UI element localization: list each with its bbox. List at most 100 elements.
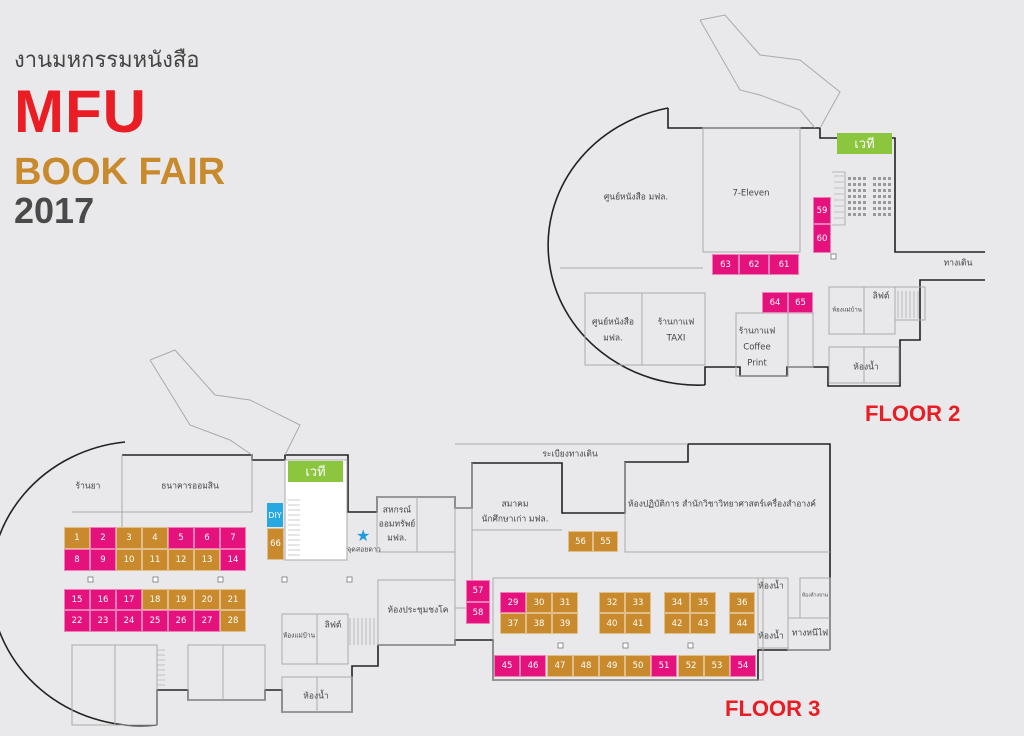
- booth-27[interactable]: 27: [194, 610, 220, 632]
- booth-23[interactable]: 23: [90, 610, 116, 632]
- seat: [878, 195, 881, 198]
- booth-47[interactable]: 47: [547, 655, 573, 677]
- seat: [878, 183, 881, 186]
- booth-24[interactable]: 24: [116, 610, 142, 632]
- booth-56[interactable]: 56: [568, 531, 593, 552]
- booth-65[interactable]: 65: [788, 292, 813, 313]
- booth-41[interactable]: 41: [625, 613, 651, 634]
- booth-66[interactable]: 66: [267, 528, 284, 560]
- booth-38[interactable]: 38: [526, 613, 552, 634]
- booth-50[interactable]: 50: [625, 655, 651, 677]
- room-lab: ห้องปฏิบัติการ สำนักวิชาวิทยาศาสตร์เครื่…: [628, 499, 816, 510]
- booth-57[interactable]: 57: [466, 580, 490, 602]
- seat: [863, 177, 866, 180]
- booth-31[interactable]: 31: [552, 592, 578, 613]
- booth-11[interactable]: 11: [142, 549, 168, 571]
- seat: [853, 183, 856, 186]
- booth-35[interactable]: 35: [690, 592, 716, 613]
- booth-61[interactable]: 61: [769, 254, 799, 275]
- seat: [853, 189, 856, 192]
- booth-37[interactable]: 37: [500, 613, 526, 634]
- booth-51[interactable]: 51: [651, 655, 677, 677]
- booth-8[interactable]: 8: [64, 549, 90, 571]
- booth-60[interactable]: 60: [813, 224, 831, 253]
- booth-9[interactable]: 9: [90, 549, 116, 571]
- booth-13[interactable]: 13: [194, 549, 220, 571]
- room-housekeeping-f2: ห้องแม่บ้าน: [832, 306, 862, 314]
- booth-59[interactable]: 59: [813, 197, 831, 224]
- room-coffee-print: ร้านกาแฟ: [738, 326, 776, 337]
- booth-26[interactable]: 26: [168, 610, 194, 632]
- seat: [848, 213, 851, 216]
- seat: [848, 177, 851, 180]
- booth-64[interactable]: 64: [762, 292, 788, 313]
- booth-10[interactable]: 10: [116, 549, 142, 571]
- booth-43[interactable]: 43: [690, 613, 716, 634]
- booth-44[interactable]: 44: [729, 613, 755, 634]
- booth-58[interactable]: 58: [466, 602, 490, 624]
- booth-49[interactable]: 49: [599, 655, 625, 677]
- booth-32[interactable]: 32: [599, 592, 625, 613]
- booth-16[interactable]: 16: [90, 589, 116, 610]
- seat: [873, 177, 876, 180]
- booth-46[interactable]: 46: [520, 655, 546, 677]
- booth-42[interactable]: 42: [664, 613, 690, 634]
- booth-1[interactable]: 1: [64, 527, 90, 549]
- booth-3[interactable]: 3: [116, 527, 142, 549]
- seat: [858, 177, 861, 180]
- booth-36[interactable]: 36: [729, 592, 755, 613]
- lift-f3: ลิฟต์: [324, 620, 342, 631]
- booth-40[interactable]: 40: [599, 613, 625, 634]
- booth-22[interactable]: 22: [64, 610, 90, 632]
- booth-17[interactable]: 17: [116, 589, 142, 610]
- seat: [858, 189, 861, 192]
- seat: [873, 213, 876, 216]
- booth-14[interactable]: 14: [220, 549, 246, 571]
- booth-48[interactable]: 48: [573, 655, 599, 677]
- booth-55[interactable]: 55: [593, 531, 618, 552]
- seat: [888, 201, 891, 204]
- booth-53[interactable]: 53: [704, 655, 730, 677]
- seat: [873, 201, 876, 204]
- booth-33[interactable]: 33: [625, 592, 651, 613]
- booth-19[interactable]: 19: [168, 589, 194, 610]
- booth-4[interactable]: 4: [142, 527, 168, 549]
- booth-29[interactable]: 29: [500, 592, 526, 613]
- corridor-label: ระเบียงทางเดิน: [542, 449, 598, 460]
- star-point-label: จุดสอยดาว: [347, 545, 381, 554]
- booth-18[interactable]: 18: [142, 589, 168, 610]
- booth-28[interactable]: 28: [220, 610, 246, 632]
- floor2-label: FLOOR 2: [865, 401, 961, 426]
- seat: [883, 189, 886, 192]
- title-mfu: MFU: [14, 78, 147, 145]
- room-coop: สหกรณ์: [382, 505, 412, 516]
- booth-20[interactable]: 20: [194, 589, 220, 610]
- booth-62[interactable]: 62: [739, 254, 769, 275]
- booth-5[interactable]: 5: [168, 527, 194, 549]
- booth-21[interactable]: 21: [220, 589, 246, 610]
- booth-25[interactable]: 25: [142, 610, 168, 632]
- seat: [853, 213, 856, 216]
- seat: [878, 189, 881, 192]
- booth-63[interactable]: 63: [712, 254, 739, 275]
- booth-2[interactable]: 2: [90, 527, 116, 549]
- booth-39[interactable]: 39: [552, 613, 578, 634]
- booth-6[interactable]: 6: [194, 527, 220, 549]
- floor2-stage: เวที: [837, 133, 892, 154]
- booth-52[interactable]: 52: [678, 655, 704, 677]
- room-meeting: ห้องประชุมชงโค: [387, 605, 449, 616]
- seat: [863, 189, 866, 192]
- booth-34[interactable]: 34: [664, 592, 690, 613]
- seat: [858, 213, 861, 216]
- booth-7[interactable]: 7: [220, 527, 246, 549]
- seat: [858, 207, 861, 210]
- booth-45[interactable]: 45: [494, 655, 520, 677]
- booth-30[interactable]: 30: [526, 592, 552, 613]
- seat: [848, 207, 851, 210]
- booth-54[interactable]: 54: [730, 655, 756, 677]
- booth-15[interactable]: 15: [64, 589, 90, 610]
- seat: [873, 189, 876, 192]
- floor3-stage: เวที: [288, 461, 343, 482]
- booth-12[interactable]: 12: [168, 549, 194, 571]
- room-coffee-print-3: Print: [747, 358, 767, 369]
